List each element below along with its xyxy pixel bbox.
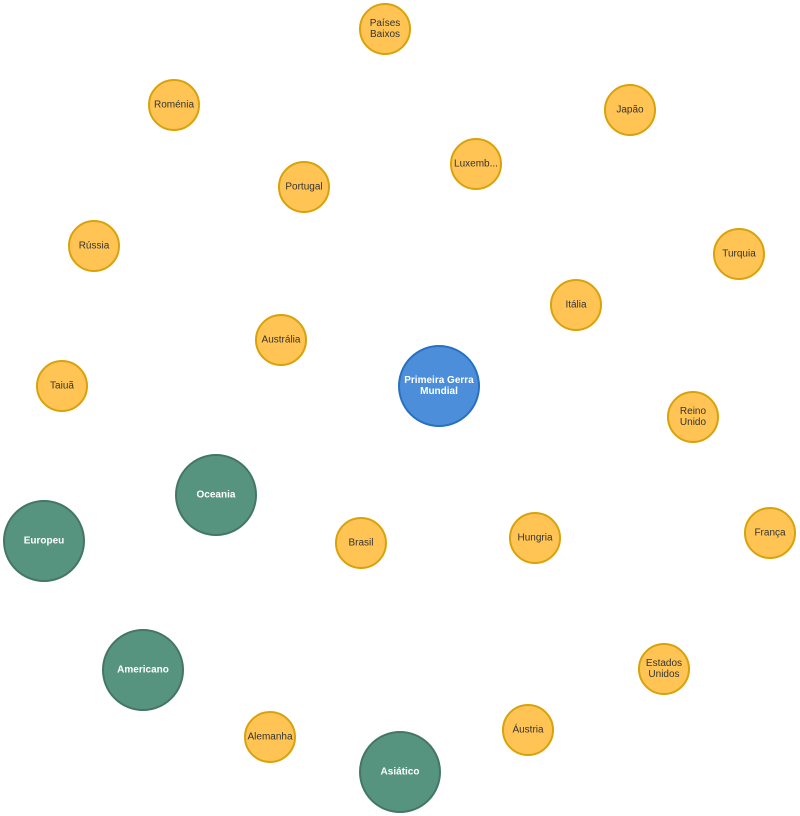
node-circle[interactable] bbox=[604, 84, 656, 136]
node-circle[interactable] bbox=[102, 629, 184, 711]
node-circle[interactable] bbox=[36, 360, 88, 412]
node-circle[interactable] bbox=[68, 220, 120, 272]
node-portugal[interactable]: Portugal bbox=[278, 161, 330, 213]
node-hungria[interactable]: Hungria bbox=[509, 512, 561, 564]
node-circle[interactable] bbox=[509, 512, 561, 564]
node-australia[interactable]: Austrália bbox=[255, 314, 307, 366]
node-circle[interactable] bbox=[175, 454, 257, 536]
node-luxemburgo[interactable]: Luxemb... bbox=[450, 138, 502, 190]
node-oceania[interactable]: Oceania bbox=[175, 454, 257, 536]
node-romenia[interactable]: Roménia bbox=[148, 79, 200, 131]
node-circle[interactable] bbox=[550, 279, 602, 331]
node-circle[interactable] bbox=[638, 643, 690, 695]
node-alemanha[interactable]: Alemanha bbox=[244, 711, 296, 763]
node-circle[interactable] bbox=[667, 391, 719, 443]
node-russia[interactable]: Rússia bbox=[68, 220, 120, 272]
node-turquia[interactable]: Turquia bbox=[713, 228, 765, 280]
node-circle[interactable] bbox=[502, 704, 554, 756]
node-italia[interactable]: Itália bbox=[550, 279, 602, 331]
node-circle[interactable] bbox=[244, 711, 296, 763]
node-franca[interactable]: França bbox=[744, 507, 796, 559]
node-europeu[interactable]: Europeu bbox=[3, 500, 85, 582]
node-circle[interactable] bbox=[255, 314, 307, 366]
node-austria[interactable]: Áustria bbox=[502, 704, 554, 756]
node-circle[interactable] bbox=[278, 161, 330, 213]
node-circle[interactable] bbox=[359, 731, 441, 813]
node-circle[interactable] bbox=[398, 345, 480, 427]
node-brasil[interactable]: Brasil bbox=[335, 517, 387, 569]
node-circle[interactable] bbox=[3, 500, 85, 582]
node-taiua[interactable]: Taiuã bbox=[36, 360, 88, 412]
node-asiatico[interactable]: Asiático bbox=[359, 731, 441, 813]
node-circle[interactable] bbox=[450, 138, 502, 190]
node-americano[interactable]: Americano bbox=[102, 629, 184, 711]
node-circle[interactable] bbox=[744, 507, 796, 559]
node-japao[interactable]: Japão bbox=[604, 84, 656, 136]
node-circle[interactable] bbox=[713, 228, 765, 280]
node-circle[interactable] bbox=[148, 79, 200, 131]
node-circle[interactable] bbox=[335, 517, 387, 569]
node-circle[interactable] bbox=[359, 3, 411, 55]
